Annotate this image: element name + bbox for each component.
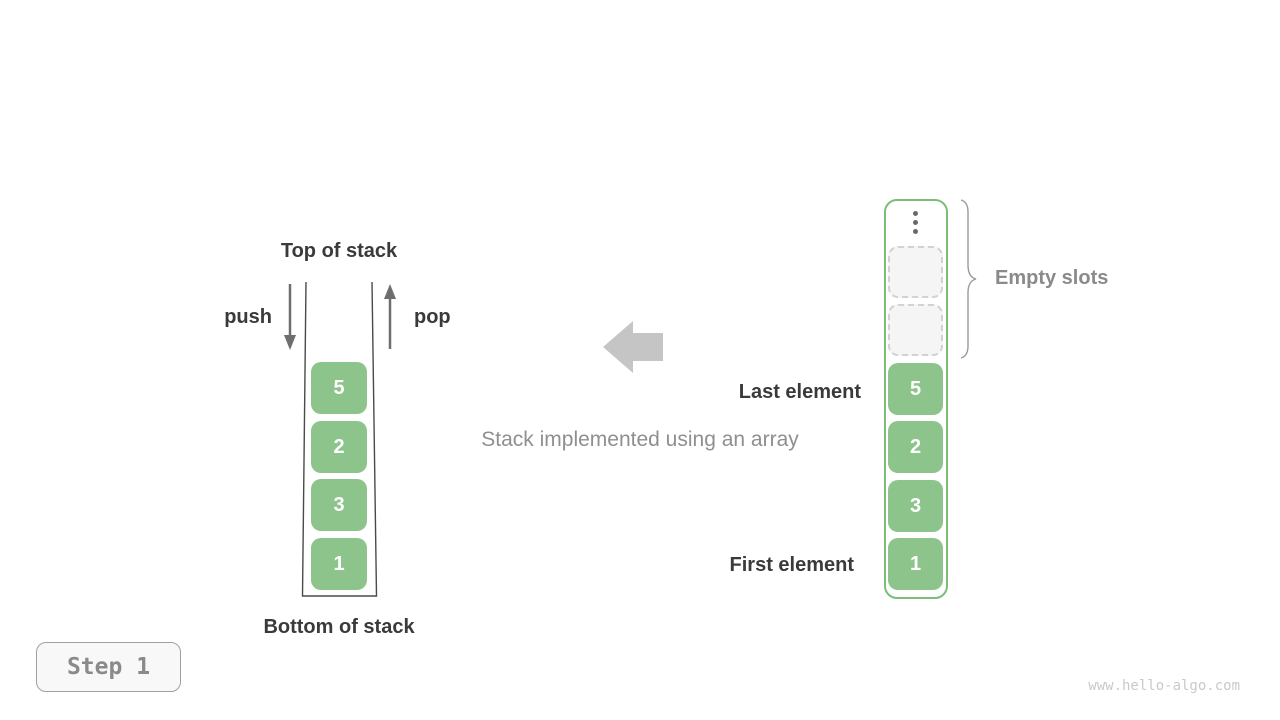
push-arrowhead [284, 335, 296, 350]
first-element-label: First element [729, 554, 854, 576]
ellipsis-dots-icon [913, 211, 918, 234]
array-cell: 5 [888, 363, 943, 415]
diagram-caption: Stack implemented using an array [481, 428, 799, 451]
watermark-url: www.hello-algo.com [1088, 678, 1240, 694]
step-badge: Step 1 [36, 642, 181, 692]
array-cell: 1 [888, 538, 943, 590]
push-label: push [224, 306, 272, 328]
array-cell: 3 [888, 480, 943, 532]
stack-block: 3 [311, 479, 367, 531]
array-cell: 2 [888, 421, 943, 473]
pop-arrowhead [384, 284, 396, 299]
top-of-stack-label: Top of stack [280, 240, 398, 262]
stack-block: 1 [311, 538, 367, 590]
stack-block: 5 [311, 362, 367, 414]
pop-label: pop [414, 306, 451, 328]
left-block-arrow-icon [603, 321, 663, 373]
empty-slots-label: Empty slots [995, 267, 1109, 289]
stack-block: 2 [311, 421, 367, 473]
empty-slots-brace [960, 199, 977, 359]
empty-slot [888, 246, 943, 298]
last-element-label: Last element [738, 381, 861, 403]
empty-slot [888, 304, 943, 356]
bottom-of-stack-label: Bottom of stack [263, 616, 415, 638]
